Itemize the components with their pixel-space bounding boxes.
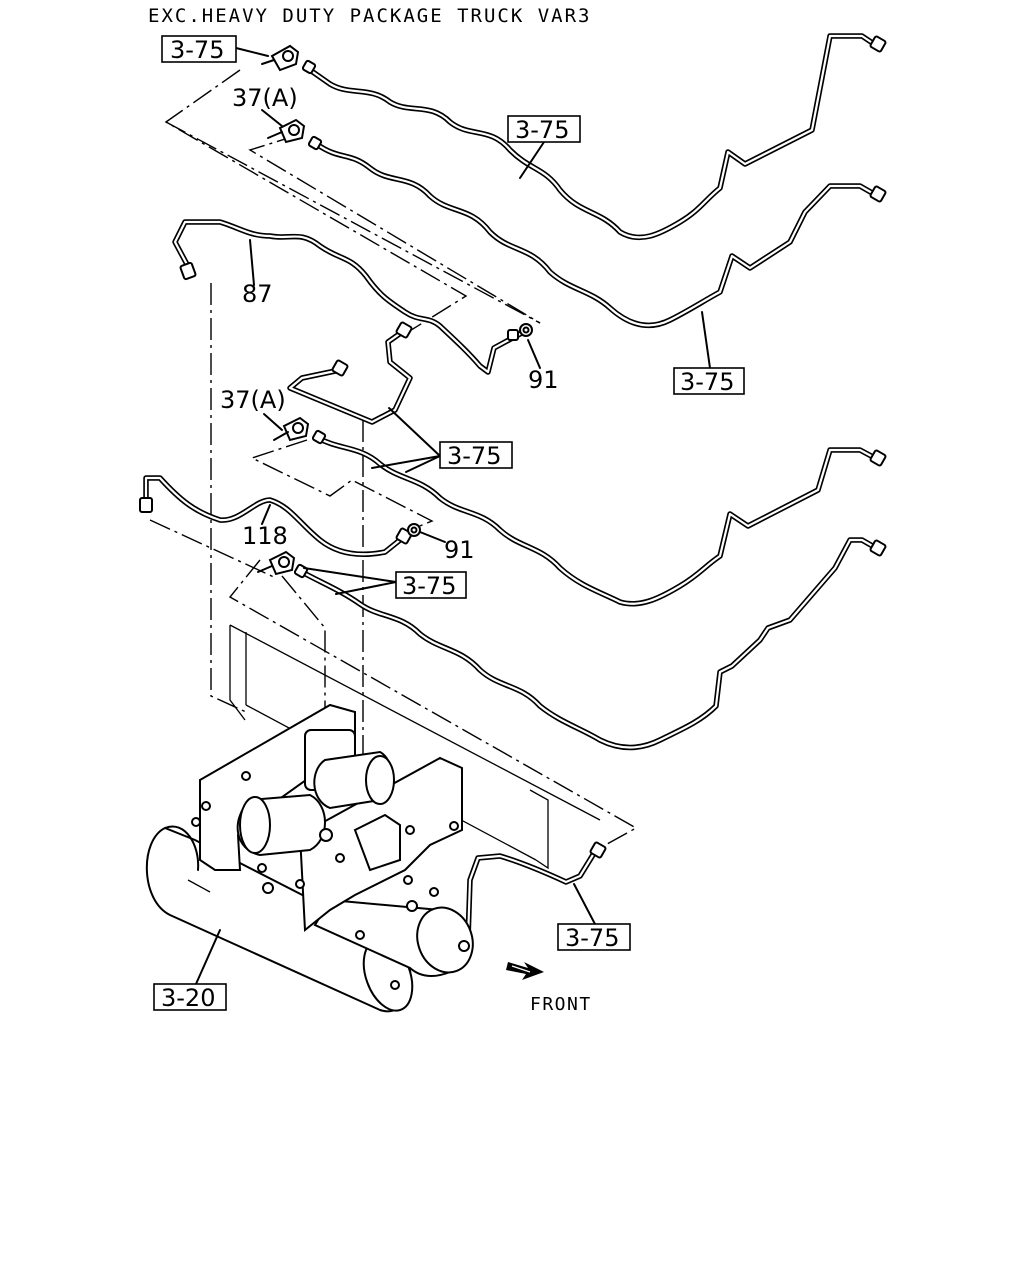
ref-callout-1[interactable]: 3-75 — [161, 35, 237, 64]
brake-pipes — [143, 33, 879, 943]
part-label-37a-top: 37(A) — [232, 84, 298, 112]
ref-callout-text: 3-75 — [170, 36, 224, 64]
ref-callout-text: 3-75 — [447, 442, 501, 470]
part-label-87: 87 — [242, 280, 273, 308]
ref-callout-5[interactable]: 3-75 — [395, 571, 467, 600]
ref-callout-4[interactable]: 3-75 — [439, 441, 513, 470]
ref-callout-text: 3-75 — [515, 116, 569, 144]
reference-frame-lines — [149, 69, 638, 849]
ref-callout-text: 3-20 — [161, 984, 215, 1012]
ref-callout-text: 3-75 — [402, 572, 456, 600]
diagram-title: EXC.HEAVY DUTY PACKAGE TRUCK VAR3 — [148, 5, 592, 27]
leader-lines — [195, 47, 711, 985]
part-label-91-bottom: 91 — [444, 536, 475, 564]
ref-callout-text: 3-75 — [680, 368, 734, 396]
ref-callout-3[interactable]: 3-75 — [673, 367, 745, 396]
ref-callout-8[interactable]: 3-20 — [153, 983, 227, 1012]
part-label-91-top: 91 — [528, 366, 559, 394]
ref-callout-6[interactable]: 3-75 — [557, 923, 631, 952]
chassis-assembly — [145, 624, 601, 1013]
ref-callout-text: 3-75 — [565, 924, 619, 952]
front-arrow-icon — [506, 962, 544, 980]
part-label-118: 118 — [242, 522, 288, 550]
part-label-37a-mid: 37(A) — [220, 386, 286, 414]
front-label: FRONT — [530, 994, 592, 1015]
ref-callout-2[interactable]: 3-75 — [507, 115, 581, 144]
fittings — [139, 35, 887, 859]
